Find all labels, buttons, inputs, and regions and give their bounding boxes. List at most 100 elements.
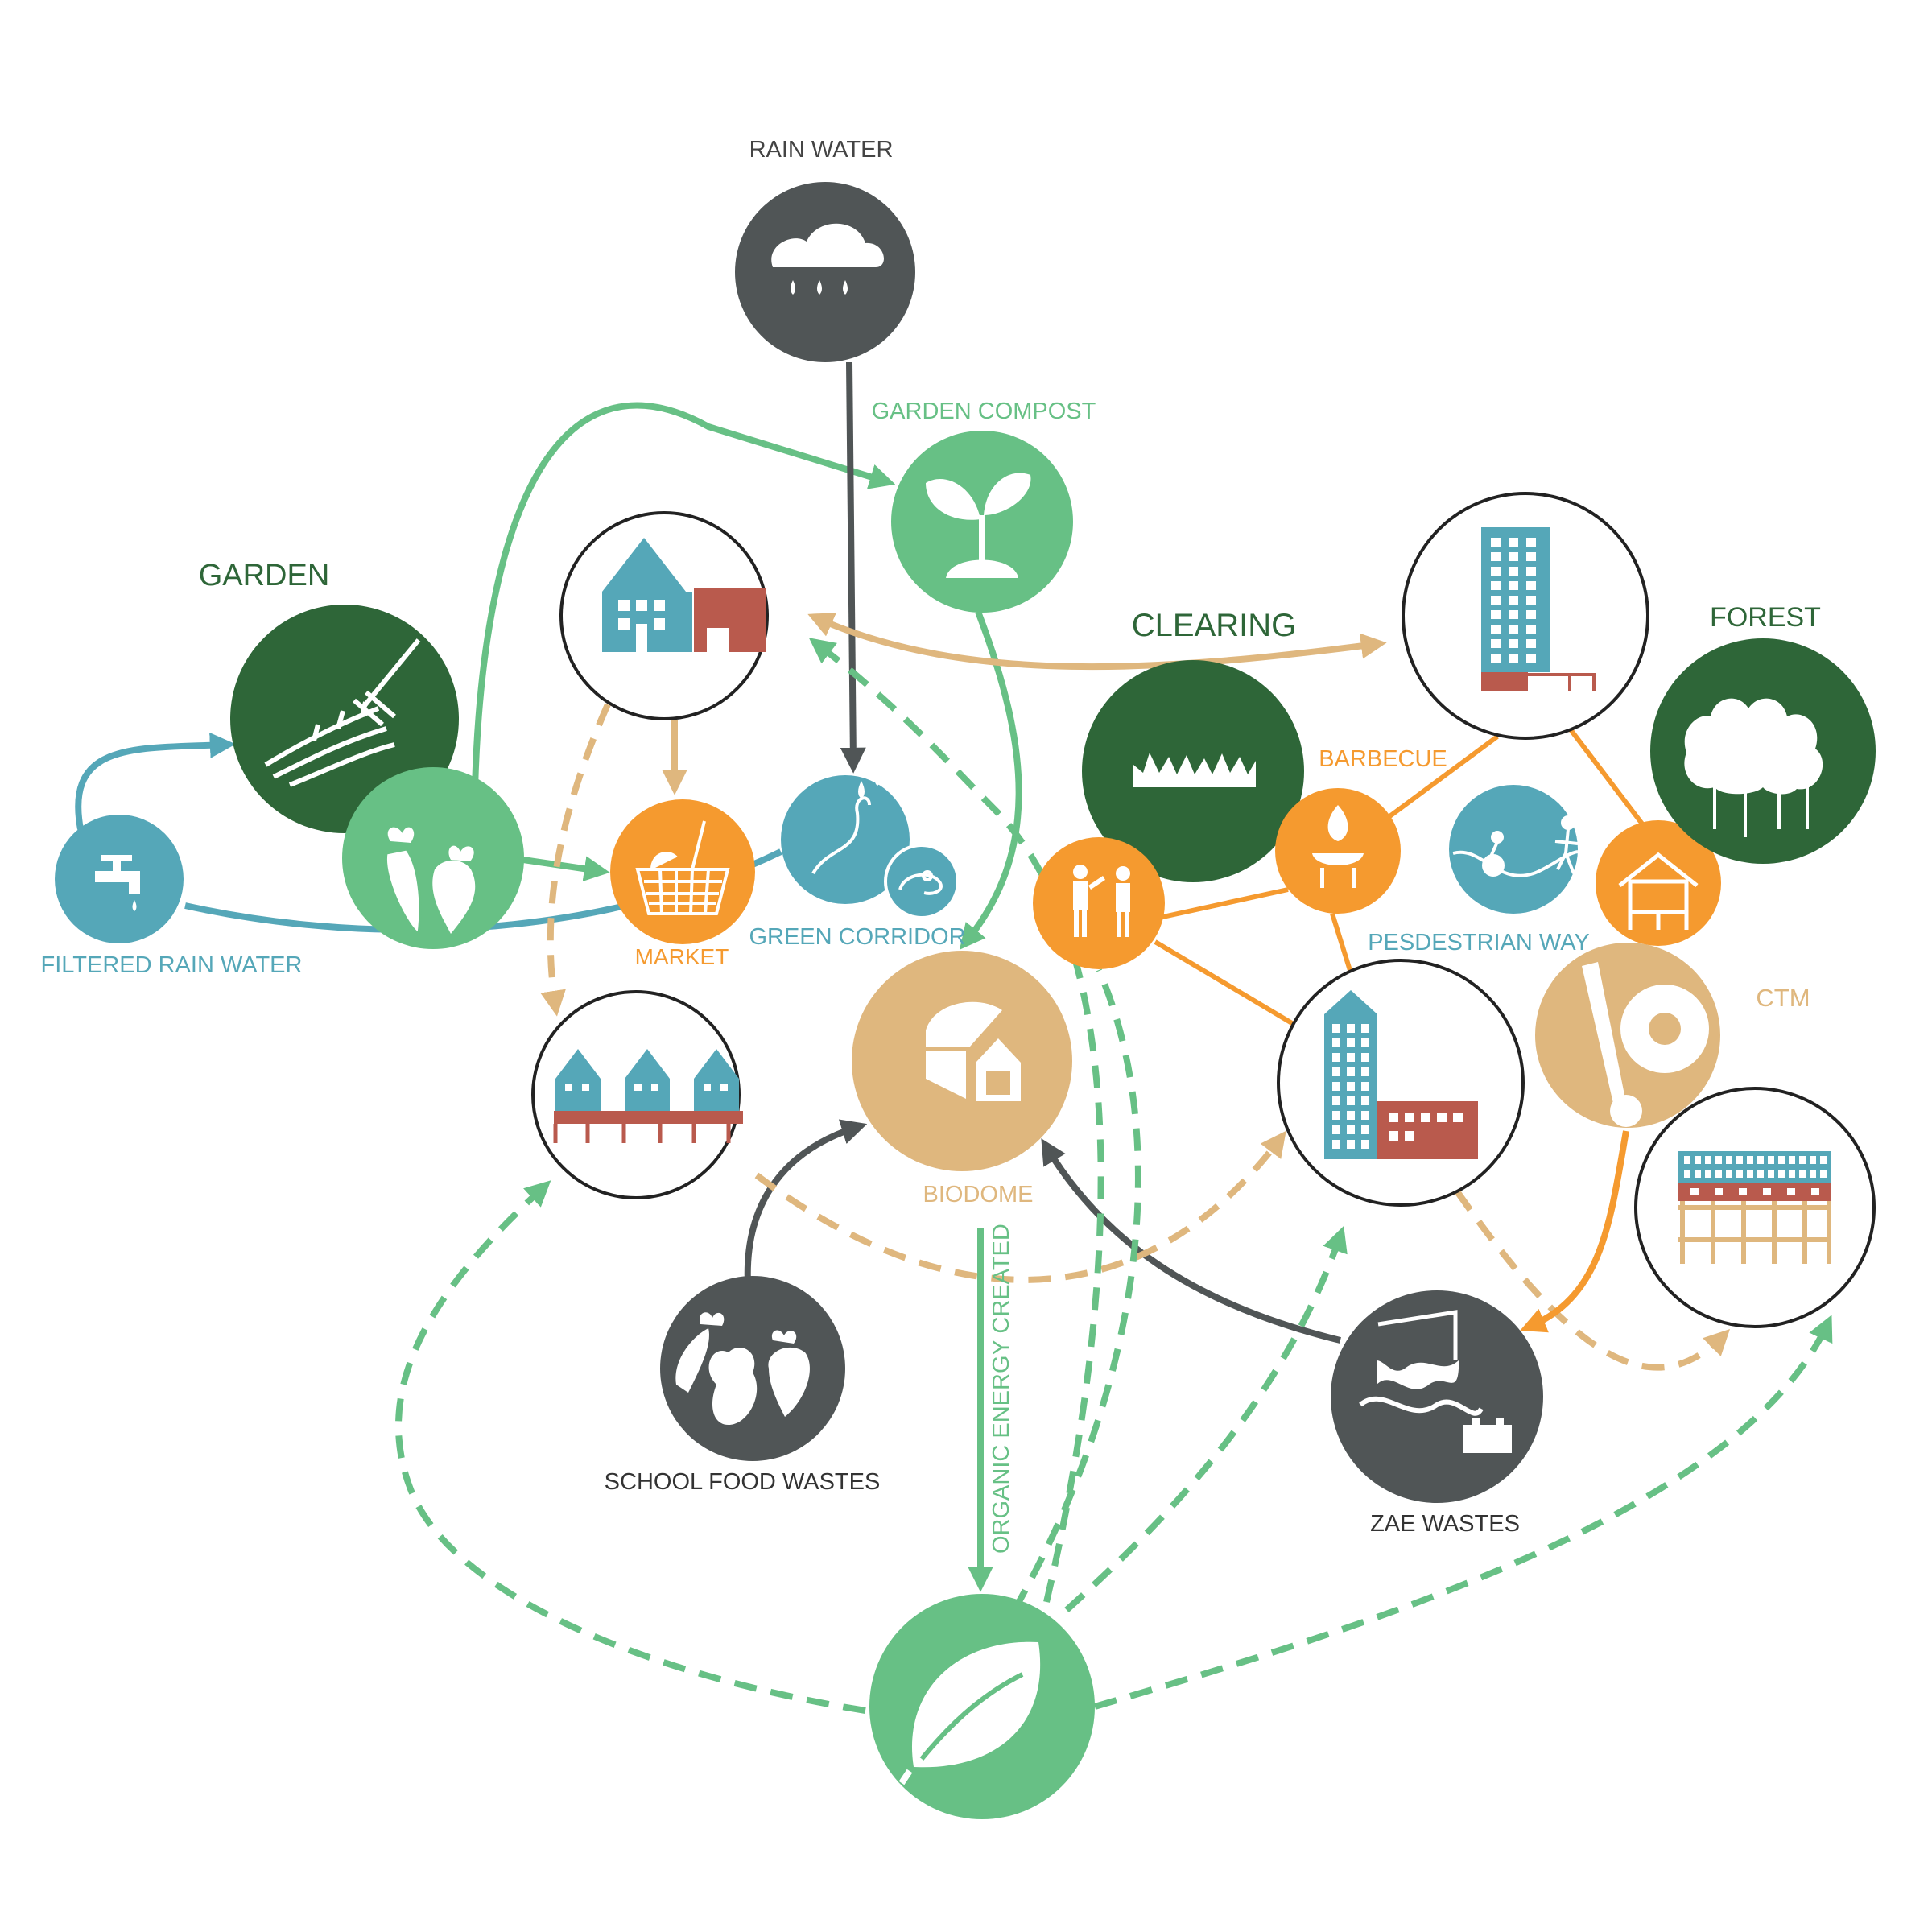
window [1810, 1156, 1816, 1164]
window [1491, 596, 1501, 605]
node-rain-water [735, 182, 915, 362]
node-tower [1402, 492, 1649, 740]
window [1736, 1156, 1743, 1164]
window [1695, 1170, 1701, 1178]
window [1715, 1156, 1722, 1164]
window [1361, 1038, 1369, 1047]
window [1347, 1140, 1355, 1149]
label-barbecue: BARBECUE [1319, 746, 1447, 772]
node-garden-compost [891, 431, 1073, 613]
label-garden-compost: GARDEN COMPOST [872, 398, 1096, 424]
node-filtered-rain-water [55, 815, 184, 943]
window [1820, 1170, 1827, 1178]
window [1491, 610, 1501, 619]
window [1361, 1024, 1369, 1033]
window [1332, 1053, 1340, 1062]
label-zae-wastes: ZAE WASTES [1370, 1511, 1520, 1537]
window [1757, 1156, 1764, 1164]
node-biodome [852, 951, 1072, 1171]
label-biodome: BIODOME [923, 1182, 1034, 1208]
label-ctm: CTM [1756, 984, 1810, 1012]
window [1757, 1170, 1764, 1178]
arrow-rain-to-corridor [840, 361, 866, 774]
line-barbecue-to-tower [1387, 734, 1499, 819]
window [1789, 1156, 1795, 1164]
arrow-ctm-to-zae [1520, 1130, 1629, 1333]
node-school-food-wastes [660, 1276, 845, 1461]
window [1526, 567, 1536, 576]
window [1526, 639, 1536, 648]
window [1705, 1156, 1711, 1164]
dashed-leaf-to-people [1011, 968, 1141, 1612]
window [1347, 1125, 1355, 1134]
window [1509, 567, 1518, 576]
row-houses-icon [553, 1049, 743, 1143]
arrow-tap-to-garden [75, 732, 236, 830]
labels: RAIN WATER GARDEN COMPOST GARDEN CLEARIN… [41, 137, 1821, 1554]
window [1684, 1156, 1690, 1164]
window [1526, 552, 1536, 561]
window [1747, 1156, 1753, 1164]
line-people-to-apartments [1154, 939, 1306, 1033]
window [1715, 1170, 1722, 1178]
window [1526, 625, 1536, 634]
window [1526, 610, 1536, 619]
window [1526, 596, 1536, 605]
line-barbecue-to-apartments [1330, 913, 1355, 979]
window [1332, 1140, 1340, 1149]
window [1509, 610, 1518, 619]
window [1799, 1156, 1806, 1164]
leaf-icon [898, 1641, 1041, 1785]
dashed-rowhouses-to-apartments [754, 1130, 1286, 1283]
connectors [75, 361, 1833, 1714]
node-barbecue [1275, 788, 1401, 914]
node-vegetables [342, 767, 524, 949]
tower-building-icon [1481, 527, 1596, 691]
frog-icon [898, 870, 943, 895]
node-houses [559, 511, 769, 720]
window [1526, 654, 1536, 663]
water-tap-icon [95, 855, 140, 911]
arrow-school-waste-to-biodome [744, 1119, 868, 1297]
node-terrace [1634, 1087, 1876, 1328]
window [1347, 1038, 1355, 1047]
biodome-icon [926, 1001, 1021, 1101]
label-clearing: CLEARING [1132, 608, 1297, 643]
window [1332, 1082, 1340, 1091]
window [1332, 1067, 1340, 1076]
window [1347, 1024, 1355, 1033]
window [1491, 552, 1501, 561]
window [1726, 1156, 1732, 1164]
line-people-to-barbecue [1158, 887, 1289, 920]
window [1509, 552, 1518, 561]
label-rain-water: RAIN WATER [749, 137, 894, 163]
window [1684, 1170, 1690, 1178]
window [1726, 1170, 1732, 1178]
basket-icon [635, 820, 730, 915]
label-forest: FOREST [1710, 602, 1821, 633]
trees-icon [1684, 698, 1823, 837]
window [1491, 625, 1501, 634]
window [1491, 581, 1501, 590]
node-ctm [1535, 943, 1720, 1128]
node-pedestrian-way [1449, 785, 1579, 914]
carrot-beet-icon [384, 827, 476, 936]
window [1705, 1170, 1711, 1178]
window [1810, 1170, 1816, 1178]
grass-icon [1133, 753, 1256, 787]
window [1526, 538, 1536, 547]
cyclist-pedestrian-icon [1452, 815, 1579, 877]
node-clearing [1082, 660, 1304, 882]
window [1509, 581, 1518, 590]
arrow-vegetables-to-compost [472, 402, 896, 790]
window [1347, 1053, 1355, 1062]
window [1347, 1082, 1355, 1091]
window [1491, 654, 1501, 663]
window [1347, 1111, 1355, 1120]
food-waste-icon [675, 1312, 810, 1425]
window [1361, 1111, 1369, 1120]
rain-cloud-icon [771, 223, 884, 295]
window [1361, 1053, 1369, 1062]
